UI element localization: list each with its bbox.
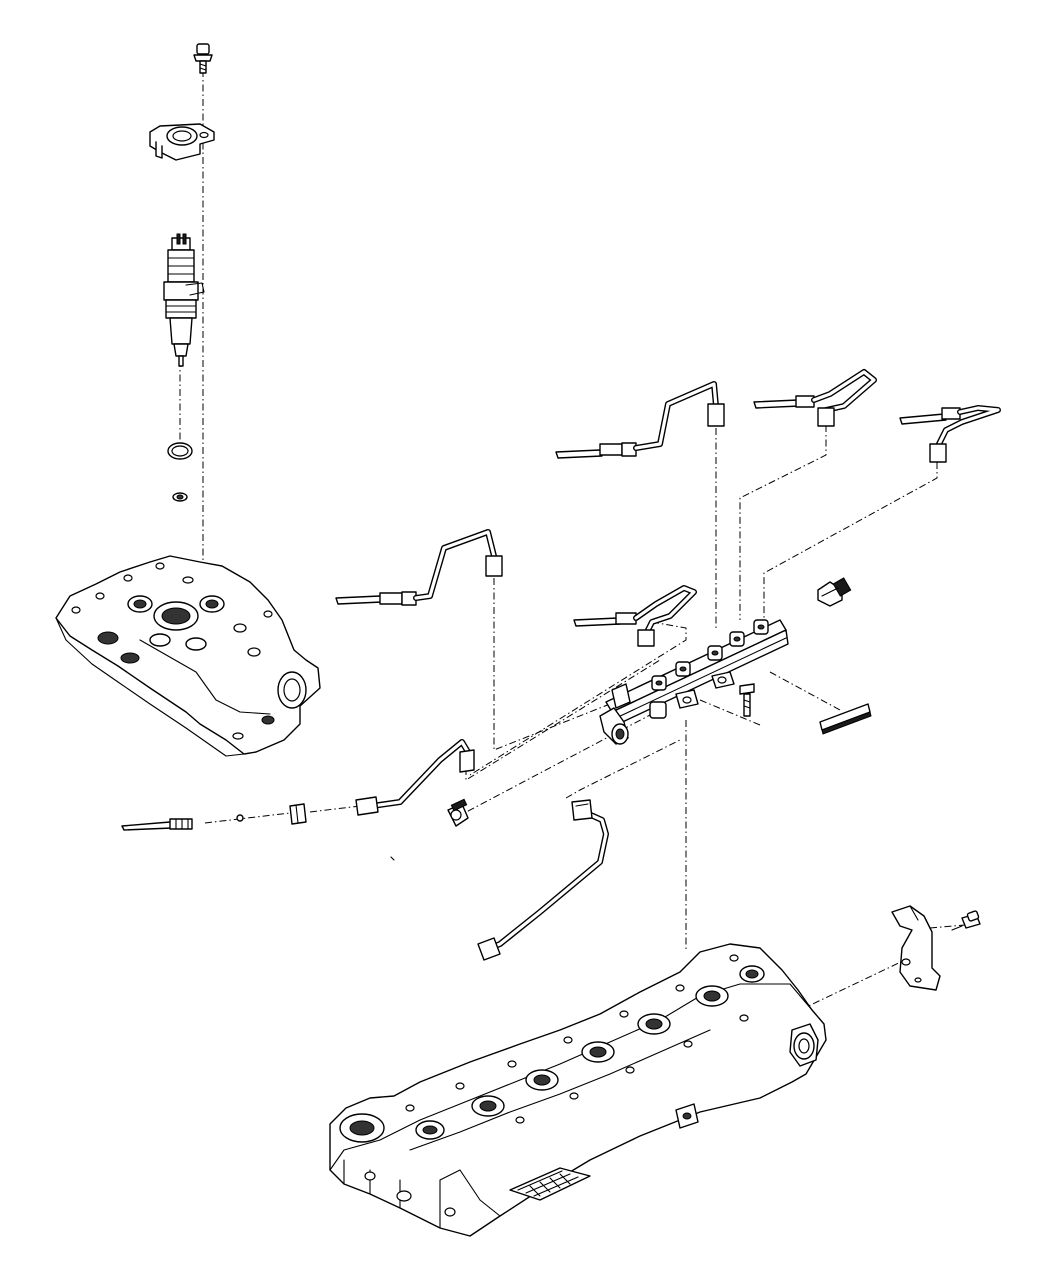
injector-hold-down-bolt — [193, 43, 213, 74]
rail-gasket-strip — [819, 703, 872, 735]
fuel-rail — [599, 619, 789, 745]
fuel-line-1 — [355, 739, 475, 816]
injector-o-ring — [167, 442, 193, 460]
head-valve-ports — [339, 965, 765, 1143]
cylinder-head-detail — [55, 555, 321, 757]
stray-mark — [390, 856, 395, 861]
bracket-bolt — [951, 910, 981, 931]
fuel-line-4 — [753, 369, 877, 427]
injector-connector-tube — [121, 803, 307, 831]
fuel-return-fitting — [447, 798, 469, 827]
head-bolt-holes — [405, 954, 749, 1124]
injector-clamp — [149, 123, 215, 161]
rail-mounting-bolt — [739, 683, 755, 717]
leader-lines — [179, 70, 966, 1011]
fuel-injector — [163, 233, 205, 367]
rail-pressure-sensor — [817, 577, 852, 607]
injector-seal-washer — [172, 492, 188, 502]
fuel-line-5 — [899, 405, 1001, 463]
fuel-supply-line — [477, 799, 609, 961]
rail-ports — [649, 619, 769, 719]
fuel-line-6 — [573, 585, 697, 647]
rail-bracket — [891, 905, 941, 991]
fuel-line-2 — [335, 529, 503, 606]
head-connector-block — [509, 1167, 591, 1201]
cylinder-head-assembly — [329, 943, 827, 1237]
fuel-line-3 — [555, 381, 725, 459]
